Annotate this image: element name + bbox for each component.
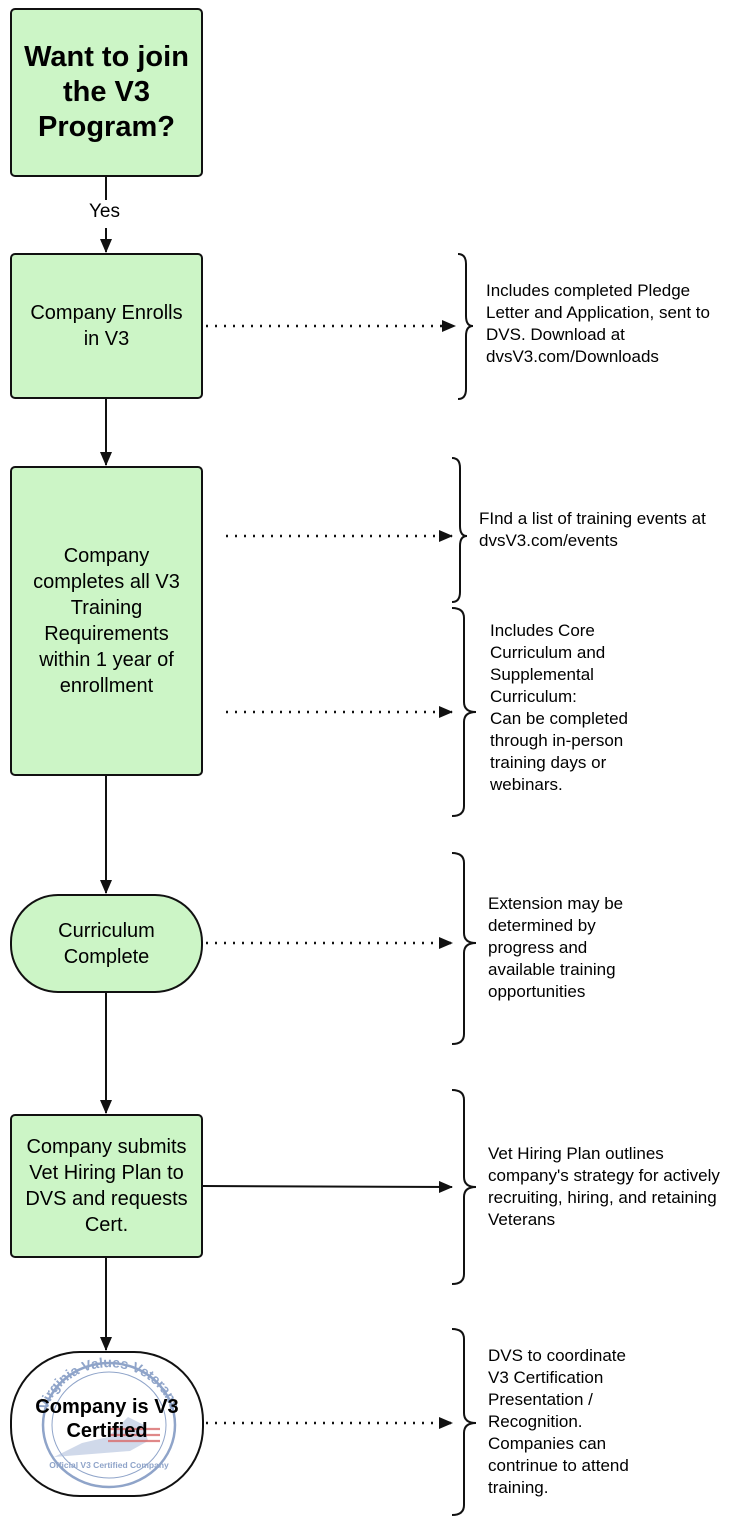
step-submit-plan: Company submits Vet Hiring Plan to DVS a… xyxy=(10,1114,203,1258)
brace-extension xyxy=(451,852,477,1045)
note-extension: Extension may be determined by progress … xyxy=(488,894,624,1001)
start-title: Want to join the V3 Program? xyxy=(24,41,189,143)
step-enroll: Company Enrolls in V3 xyxy=(10,253,203,399)
note-vet-hiring-plan: Vet Hiring Plan outlines company's strat… xyxy=(488,1144,720,1229)
solid-connector-vet-plan xyxy=(202,1180,453,1193)
braces xyxy=(451,253,477,1516)
v3-seal-logo: Virginia Values Veterans Official V3 Cer… xyxy=(35,1354,183,1489)
step-certified: Virginia Values Veterans Official V3 Cer… xyxy=(10,1351,204,1497)
note-curriculum: Includes Core Curriculum and Supplementa… xyxy=(490,621,628,794)
step-certified-label: Company is V3 Certified xyxy=(35,1396,179,1442)
step-training: Company completes all V3 Training Requir… xyxy=(10,466,203,776)
brace-enroll xyxy=(457,253,474,400)
note-enroll: Includes completed Pledge Letter and App… xyxy=(486,281,710,366)
side-connectors xyxy=(202,320,456,1429)
brace-events xyxy=(451,457,468,603)
start-box: Want to join the V3 Program? xyxy=(10,8,203,177)
step-curriculum-complete: Curriculum Complete xyxy=(10,894,203,993)
note-dvs-coordinate: DVS to coordinate V3 Certification Prese… xyxy=(488,1346,629,1497)
brace-curriculum xyxy=(451,607,477,817)
brace-dvs xyxy=(451,1328,477,1516)
edge-label-yes: Yes xyxy=(89,201,120,222)
brace-vet-plan xyxy=(451,1089,477,1285)
svg-text:Official V3 Certified Company: Official V3 Certified Company xyxy=(49,1460,169,1470)
note-training-events: FInd a list of training events at dvsV3.… xyxy=(479,509,706,550)
